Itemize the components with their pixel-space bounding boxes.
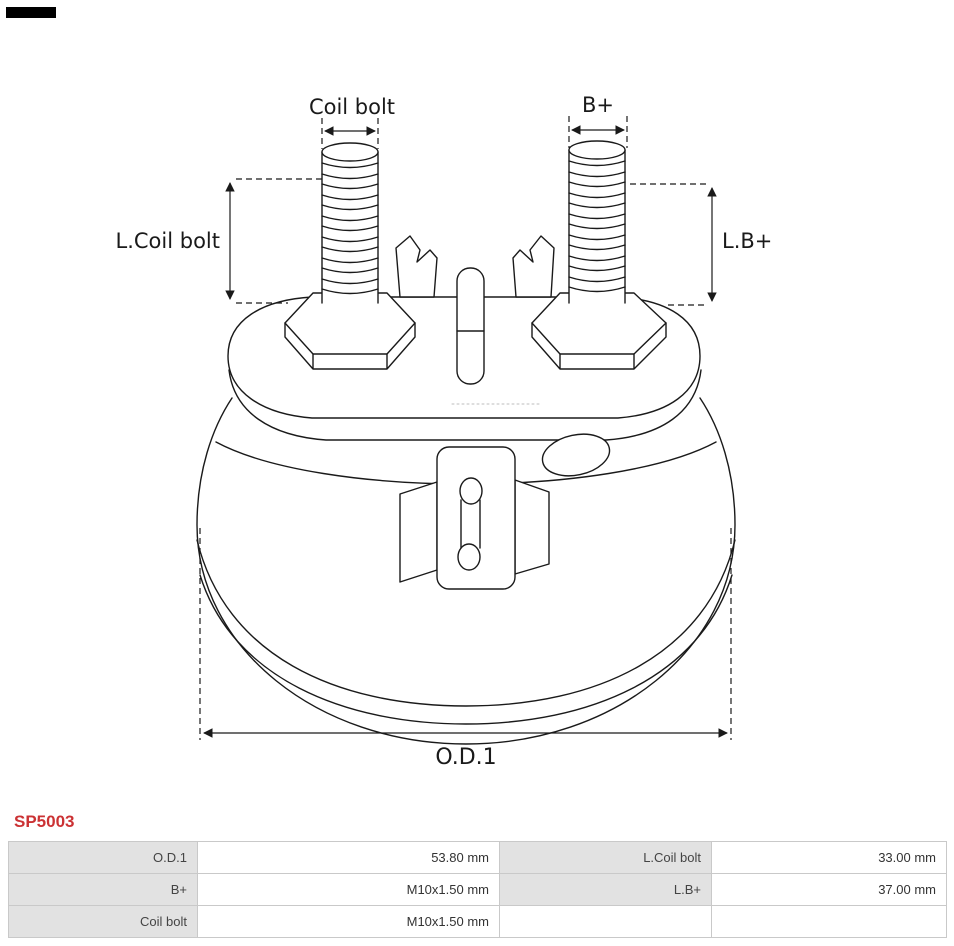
dim-label-coil-bolt: Coil bolt [309, 95, 395, 119]
dimension-lines [199, 116, 732, 740]
spec-label-b-plus: B+ [9, 874, 198, 906]
body-ring-line-2 [199, 574, 733, 725]
right-bolt-threads [568, 160, 626, 293]
right-nut-thickness [531, 322, 667, 370]
right-tab [512, 235, 555, 298]
spec-label-od1: O.D.1 [9, 842, 198, 874]
spec-cell-empty-2 [712, 906, 947, 938]
dim-label-l-coil-bolt: L.Coil bolt [116, 229, 220, 253]
bracket-right-wing [514, 479, 550, 575]
center-slot [456, 267, 485, 385]
left-bolt-fill [322, 152, 378, 303]
dim-label-b-plus: B+ [582, 93, 614, 117]
bracket-slot-lines [460, 499, 481, 549]
spec-label-l-b-plus: L.B+ [500, 874, 712, 906]
spec-value-b-plus: M10x1.50 mm [198, 874, 500, 906]
left-nut-thickness [284, 322, 416, 370]
dimension-labels: Coil bolt B+ L.Coil bolt L.B+ O.D.1 [116, 93, 773, 770]
right-bolt-top [568, 140, 626, 160]
dim-ext-od1 [199, 528, 732, 740]
spec-value-l-b-plus: 37.00 mm [712, 874, 947, 906]
mount-hole [541, 433, 611, 477]
left-bolt-threads [321, 162, 379, 295]
dim-label-od1: O.D.1 [435, 745, 496, 770]
spec-cell-empty-1 [500, 906, 712, 938]
part-outline-group [196, 140, 736, 745]
part-number: SP5003 [14, 812, 75, 831]
left-tab [395, 235, 438, 298]
technical-drawing: Coil bolt B+ L.Coil bolt L.B+ O.D.1 [116, 93, 773, 770]
bracket-hole-bottom [457, 543, 481, 571]
spec-table: O.D.1 53.80 mm L.Coil bolt 33.00 mm B+ M… [8, 841, 947, 938]
dim-ext-b-plus [568, 116, 628, 148]
redacted-logo [6, 7, 56, 18]
bracket-left-wing [399, 481, 438, 583]
dim-ext-l-coil-bolt [236, 178, 322, 304]
spec-label-l-coil-bolt: L.Coil bolt [500, 842, 712, 874]
bracket-hole-top [459, 477, 483, 505]
solenoid-cap-drawing: Coil bolt B+ L.Coil bolt L.B+ O.D.1 [116, 93, 773, 770]
spec-label-coil-bolt: Coil bolt [9, 906, 198, 938]
dim-label-l-b-plus: L.B+ [722, 229, 772, 253]
spec-value-od1: 53.80 mm [198, 842, 500, 874]
dim-ext-l-b-plus [630, 183, 706, 306]
left-bolt-top [321, 142, 379, 162]
spec-value-coil-bolt: M10x1.50 mm [198, 906, 500, 938]
body-ring-line-1 [196, 539, 736, 707]
spec-value-l-coil-bolt: 33.00 mm [712, 842, 947, 874]
body-outline [196, 397, 736, 745]
bracket-body [436, 446, 516, 590]
dim-ext-coil-bolt [321, 118, 379, 149]
top-plate-thickness [228, 369, 702, 441]
left-bolt-sides [321, 151, 379, 304]
